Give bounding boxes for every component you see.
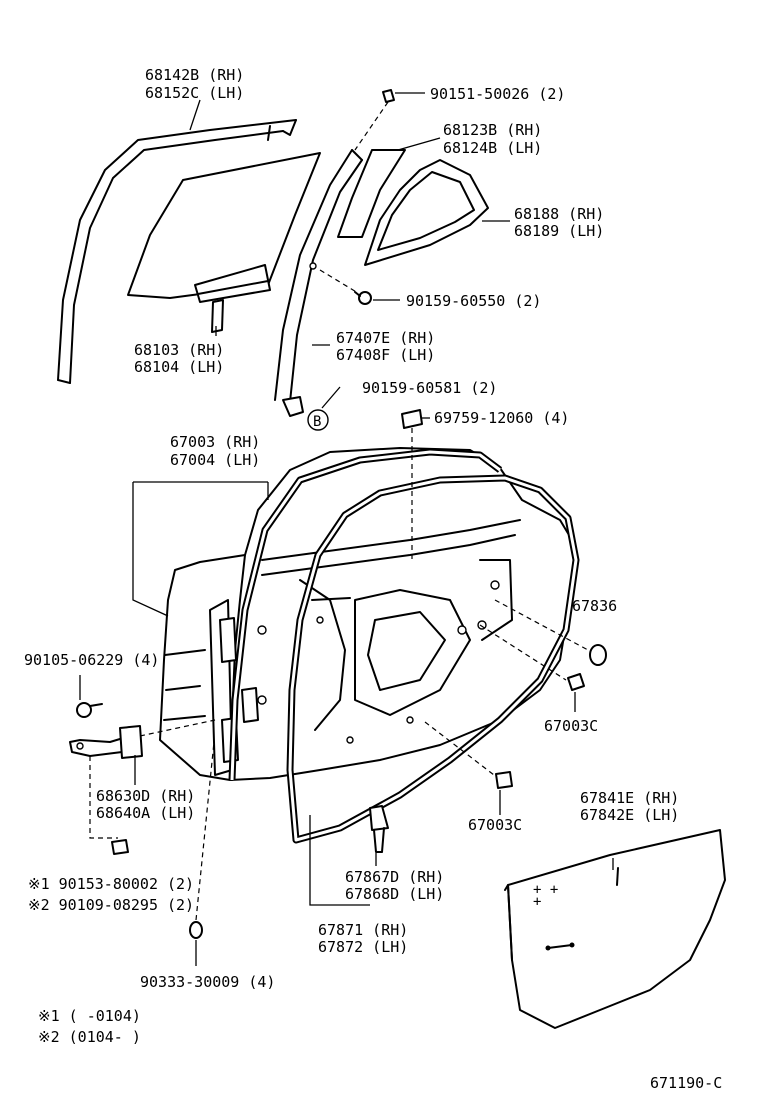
label-plug-3: 67003C — [468, 816, 522, 834]
note-1: ※1 ( -0104) — [38, 1007, 141, 1025]
marker-letter: B — [313, 414, 321, 430]
label-service-hole-cover-line2: 67842E (LH) — [580, 806, 679, 824]
label-plug-4: 90333-30009 (4) — [140, 973, 275, 991]
label-run-channel-line2: 68152C (LH) — [145, 84, 244, 102]
label-clip-2-line1: 67867D (RH) — [345, 868, 444, 886]
footnotes: ※1 ( -0104) ※2 (0104- ) — [38, 1007, 141, 1046]
label-quarter-weatherstrip-line1: 68188 (RH) — [514, 205, 604, 223]
diagram-code: 671190-C — [650, 1074, 722, 1092]
svg-text:+: + — [533, 894, 541, 910]
plug-3-drawing — [424, 721, 513, 789]
clip-2-drawing — [369, 805, 389, 853]
part-labels: 68142B (RH) 68152C (LH) 90151-50026 (2) … — [24, 66, 679, 991]
label-bolt-2: 90159-60550 (2) — [406, 292, 541, 310]
quarter-glass-drawing — [337, 149, 406, 238]
label-door-glass-line2: 68104 (LH) — [134, 358, 224, 376]
label-door-glass-line1: 68103 (RH) — [134, 341, 224, 359]
label-door-panel-line2: 67004 (LH) — [170, 451, 260, 469]
label-bolt-3: 90159-60581 (2) — [362, 379, 497, 397]
bolt-1-drawing — [354, 89, 395, 151]
label-bolt-1: 90151-50026 (2) — [430, 85, 565, 103]
label-service-hole-cover-line1: 67841E (RH) — [580, 789, 679, 807]
plug-4-drawing — [189, 741, 215, 939]
circled-marker-b: B — [307, 409, 329, 431]
label-hinge-line1: 68630D (RH) — [96, 787, 195, 805]
label-division-bar-line1: 67407E (RH) — [336, 329, 435, 347]
plug-1-drawing — [494, 599, 607, 666]
label-plug-1: 67836 — [572, 597, 617, 615]
label-run-channel-line1: 68142B (RH) — [145, 66, 244, 84]
label-bolt-5-line2: ※2 90109-08295 (2) — [28, 896, 194, 914]
svg-text:+ +: + + — [533, 882, 558, 898]
division-bar-drawing — [274, 149, 363, 417]
bolt-5-drawing — [111, 839, 129, 855]
label-quarter-weatherstrip-line2: 68189 (LH) — [514, 222, 604, 240]
label-bolt-5-line1: ※1 90153-80002 (2) — [28, 875, 194, 893]
door-glass-drawing — [127, 152, 321, 333]
label-plug-2: 67003C — [544, 717, 598, 735]
label-weatherstrip-line2: 67872 (LH) — [318, 938, 408, 956]
label-hinge-line2: 68640A (LH) — [96, 804, 195, 822]
label-quarter-glass-line1: 68123B (RH) — [443, 121, 542, 139]
service-hole-cover-drawing: + + + — [504, 829, 726, 1029]
label-clip-2-line2: 67868D (LH) — [345, 885, 444, 903]
label-clip-1: 69759-12060 (4) — [434, 409, 569, 427]
quarter-weatherstrip-drawing — [364, 159, 489, 266]
run-channel-drawing — [57, 119, 297, 384]
note-2: ※2 (0104- ) — [38, 1028, 141, 1046]
label-door-panel-line1: 67003 (RH) — [170, 433, 260, 451]
plug-2-drawing — [479, 624, 585, 691]
label-division-bar-line2: 67408F (LH) — [336, 346, 435, 364]
label-quarter-glass-line2: 68124B (LH) — [443, 139, 542, 157]
bolt-2-drawing — [319, 269, 372, 305]
label-weatherstrip-line1: 67871 (RH) — [318, 921, 408, 939]
hinge-drawing — [69, 719, 216, 839]
leader-lines — [79, 92, 614, 966]
weatherstrip-drawing — [228, 448, 580, 844]
bolt-4-drawing — [76, 702, 103, 718]
clip-1-drawing — [401, 409, 423, 560]
label-bolt-4: 90105-06229 (4) — [24, 651, 159, 669]
